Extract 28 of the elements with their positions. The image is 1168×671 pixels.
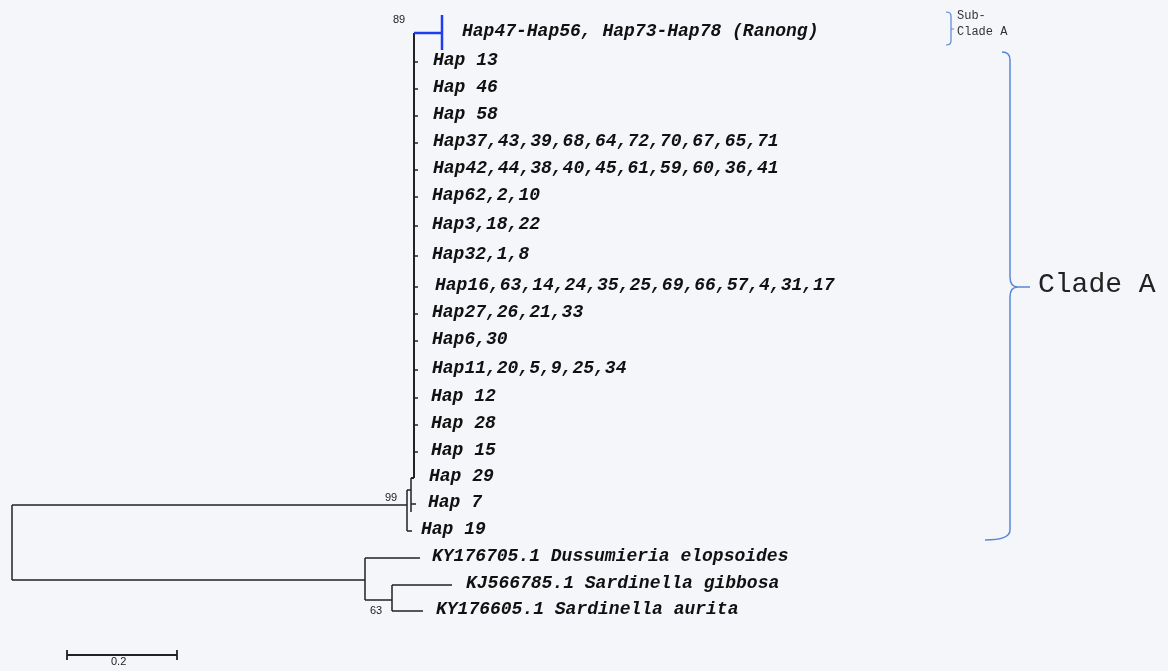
- taxon-label: Hap3,18,22: [432, 215, 541, 235]
- bootstrap-value: 89: [393, 13, 406, 26]
- bootstrap-value: 63: [370, 604, 383, 617]
- taxon-label: Hap 58: [433, 105, 498, 125]
- bootstrap-value: 99: [385, 491, 398, 504]
- taxon-label: Hap 19: [421, 520, 486, 540]
- taxon-label: Hap 12: [431, 387, 496, 407]
- taxon-label: Hap47-Hap56, Hap73-Hap78 (Ranong): [462, 22, 819, 42]
- taxon-label: Hap 29: [429, 467, 494, 487]
- taxon-label: Hap11,20,5,9,25,34: [432, 359, 627, 379]
- scale-value: 0.2: [111, 655, 127, 668]
- taxon-label: Hap 46: [433, 78, 498, 98]
- taxon-label: KY176705.1 Dussumieria elopsoides: [432, 547, 789, 567]
- taxon-label: Hap27,26,21,33: [432, 303, 584, 323]
- clade-label: Clade A: [1038, 270, 1156, 301]
- taxon-label: Hap16,63,14,24,35,25,69,66,57,4,31,17: [435, 276, 835, 296]
- taxon-label: KJ566785.1 Sardinella gibbosa: [466, 574, 780, 594]
- taxon-label: Hap 28: [431, 414, 496, 434]
- taxon-label: Hap37,43,39,68,64,72,70,67,65,71: [433, 132, 779, 152]
- taxon-label: Hap 15: [431, 441, 496, 461]
- taxon-label: Hap32,1,8: [432, 245, 530, 265]
- taxon-label: KY176605.1 Sardinella aurita: [436, 600, 739, 620]
- taxon-label: Hap62,2,10: [432, 186, 541, 206]
- taxon-label: Hap 13: [433, 51, 498, 71]
- taxon-label: Hap6,30: [432, 330, 508, 350]
- clade-label: Sub- Clade A: [957, 8, 1009, 41]
- taxon-label: Hap42,44,38,40,45,61,59,60,36,41: [433, 159, 779, 179]
- taxon-label: Hap 7: [428, 493, 482, 513]
